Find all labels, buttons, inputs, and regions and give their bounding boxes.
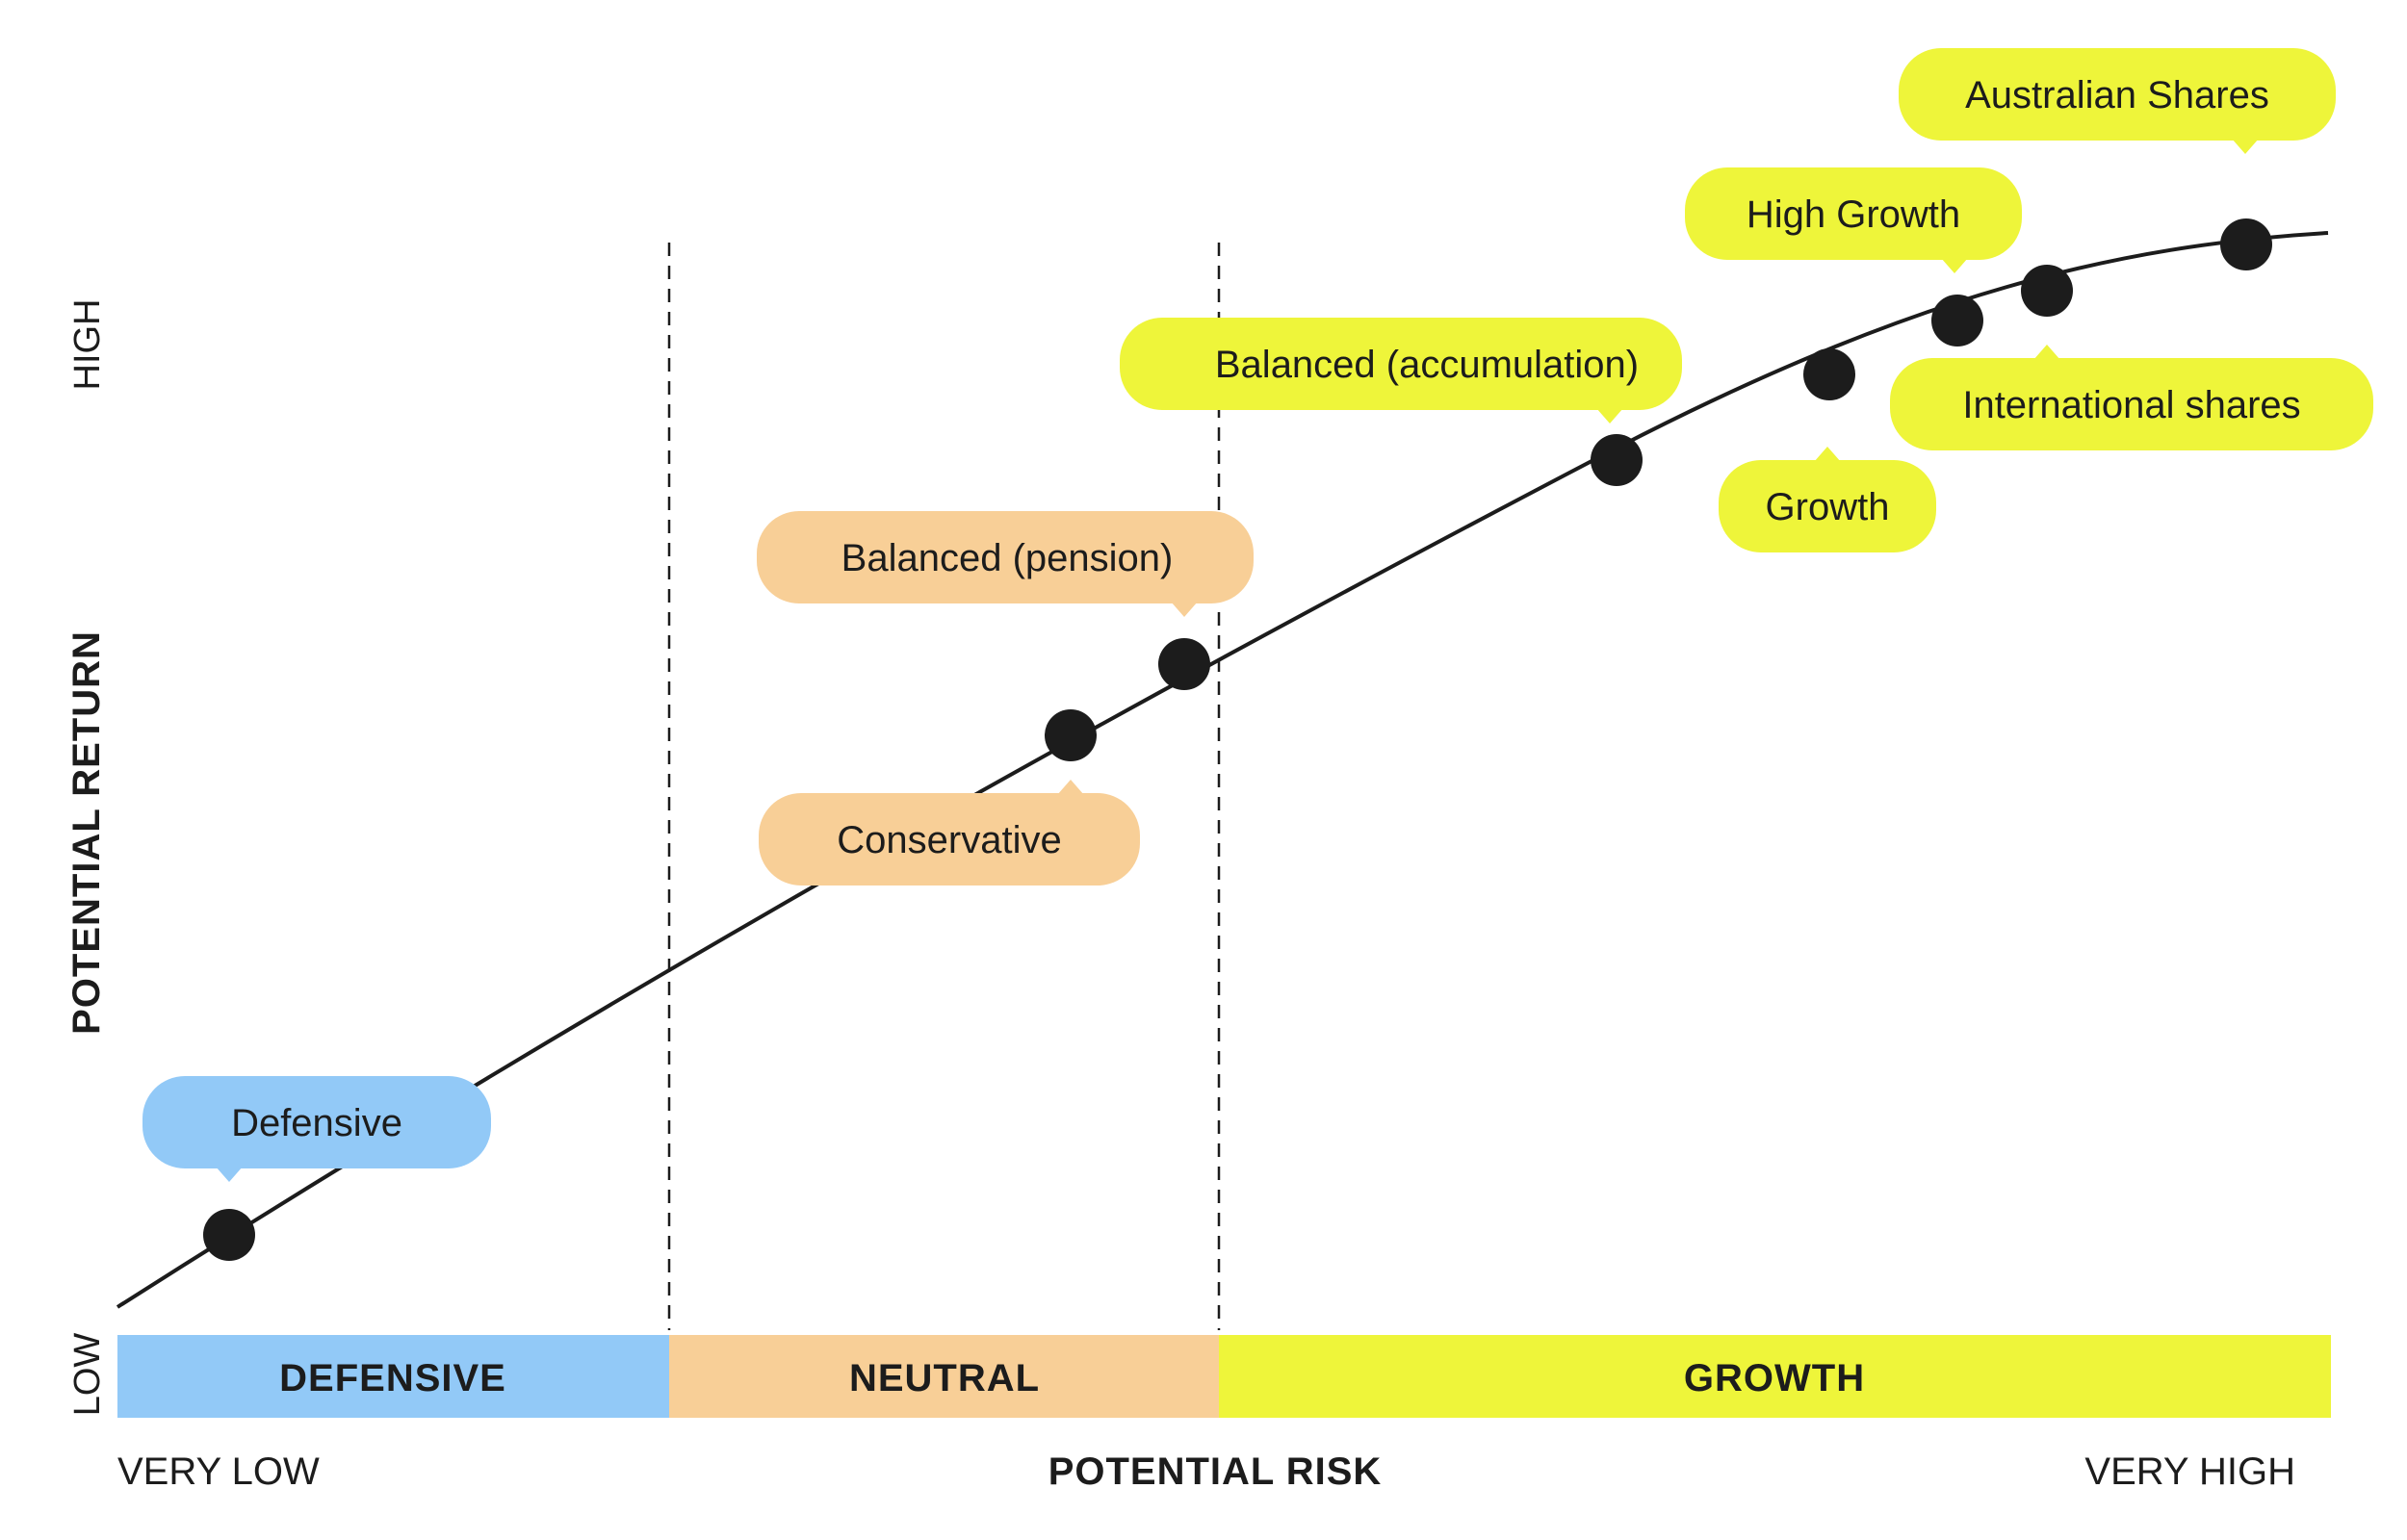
- option-dot: [1931, 295, 1983, 346]
- zone-growth: [1219, 1335, 2331, 1418]
- risk-return-curve: [116, 231, 2329, 1309]
- callout-label: International shares: [1962, 384, 2300, 426]
- callout-label: Balanced (accumulation): [1215, 344, 1639, 386]
- callout-label: Balanced (pension): [841, 537, 1174, 579]
- option-balanced-accumulation: Balanced (accumulation): [1120, 318, 1682, 486]
- callout-bubble: [1890, 358, 2373, 450]
- option-dot: [1158, 638, 1210, 690]
- option-australian-shares: Australian Shares: [1899, 48, 2336, 270]
- callout-bubble: [142, 1076, 491, 1168]
- zone-defensive: [117, 1335, 669, 1418]
- callout-bubble: [1685, 167, 2022, 260]
- option-growth: Growth: [1719, 348, 1936, 552]
- zone-growth-label: GROWTH: [1684, 1357, 1865, 1399]
- callout-pointer: [1941, 258, 1968, 273]
- zone-bar: DEFENSIVE NEUTRAL GROWTH: [117, 1335, 2331, 1418]
- option-dot: [2021, 265, 2073, 317]
- zone-neutral-label: NEUTRAL: [849, 1357, 1040, 1399]
- x-axis-low-label: VERY LOW: [117, 1450, 320, 1493]
- callout-bubble: [1899, 48, 2336, 141]
- callout-bubble: [1120, 318, 1682, 410]
- callout-pointer: [2033, 345, 2060, 360]
- option-dot: [1045, 709, 1097, 761]
- option-international-shares: International shares: [1890, 265, 2373, 450]
- option-dot: [1591, 434, 1643, 486]
- zone-neutral: [669, 1335, 1219, 1418]
- callout-bubble: [757, 511, 1254, 603]
- zone-defensive-label: DEFENSIVE: [279, 1357, 506, 1399]
- option-dot: [2220, 218, 2272, 270]
- y-axis-high-label: HIGH: [67, 299, 108, 391]
- callout-label: High Growth: [1747, 193, 1960, 236]
- option-balanced-pension: Balanced (pension): [757, 511, 1254, 690]
- callout-pointer: [2232, 139, 2259, 154]
- callout-label: Australian Shares: [1965, 74, 2269, 116]
- y-axis-title: POTENTIAL RETURN: [65, 630, 108, 1035]
- callout-pointer: [216, 1167, 243, 1182]
- callout-label: Conservative: [837, 819, 1061, 861]
- option-defensive: Defensive: [142, 1076, 491, 1261]
- callout-pointer: [1814, 447, 1841, 462]
- callout-label: Defensive: [231, 1102, 402, 1144]
- y-axis-low-label: LOW: [67, 1333, 108, 1417]
- callout-pointer: [1057, 780, 1084, 795]
- callout-pointer: [1171, 602, 1198, 617]
- callout-bubble: [1719, 460, 1936, 552]
- option-dot: [1803, 348, 1855, 400]
- x-axis-high-label: VERY HIGH: [2084, 1450, 2295, 1493]
- callout-pointer: [1596, 408, 1623, 424]
- callout-label: Growth: [1766, 486, 1890, 528]
- option-conservative: Conservative: [759, 709, 1140, 886]
- x-axis-title: POTENTIAL RISK: [1048, 1450, 1383, 1493]
- option-dot: [203, 1209, 255, 1261]
- callout-bubble: [759, 793, 1140, 886]
- option-high-growth: High Growth: [1685, 167, 2022, 346]
